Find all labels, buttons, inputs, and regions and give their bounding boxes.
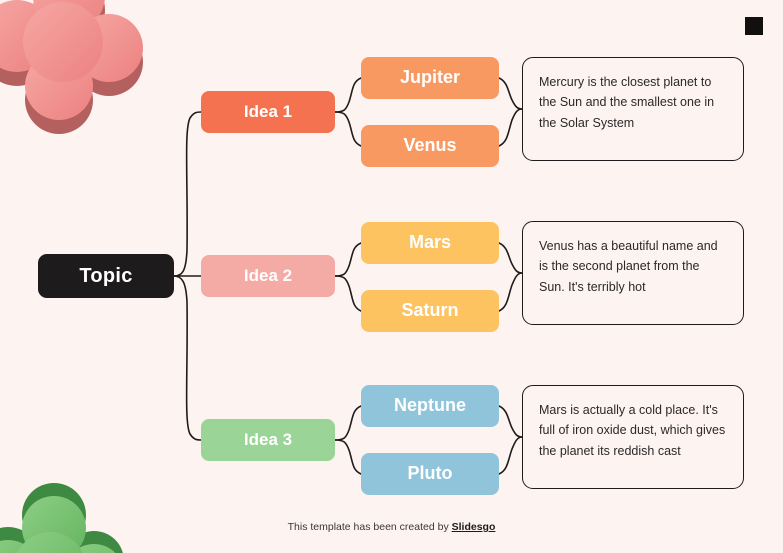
planet-node-mars[interactable]: Mars <box>361 222 499 264</box>
planet-node-saturn[interactable]: Saturn <box>361 290 499 332</box>
planet-node-venus-label: Venus <box>403 135 457 156</box>
planet-node-neptune-label: Neptune <box>394 395 466 416</box>
planet-node-jupiter-label: Jupiter <box>399 67 460 88</box>
planet-node-venus[interactable]: Venus <box>361 125 499 167</box>
slidesgo-link[interactable]: Slidesgo <box>451 521 496 533</box>
description-box-3: Mars is actually a cold place. It's full… <box>522 385 744 489</box>
description-box-2: Venus has a beautiful name and is the se… <box>522 221 744 325</box>
planet-node-pluto[interactable]: Pluto <box>361 453 499 495</box>
idea-node-3[interactable]: Idea 3 <box>201 419 335 461</box>
idea-node-2-label: Idea 2 <box>243 265 293 285</box>
planet-node-neptune[interactable]: Neptune <box>361 385 499 427</box>
description-box-1-text: Mercury is the closest planet to the Sun… <box>539 75 715 130</box>
idea-node-2[interactable]: Idea 2 <box>201 255 335 297</box>
footer-credit: This template has been created by Slides… <box>0 521 783 533</box>
black-square-mark <box>745 17 763 35</box>
idea-node-1-label: Idea 1 <box>243 101 293 121</box>
central-topic-node[interactable]: Topic <box>38 254 174 298</box>
idea-node-1[interactable]: Idea 1 <box>201 91 335 133</box>
description-box-3-text: Mars is actually a cold place. It's full… <box>539 403 726 458</box>
central-topic-label: Topic <box>79 265 133 287</box>
description-box-1: Mercury is the closest planet to the Sun… <box>522 57 744 161</box>
planet-node-saturn-label: Saturn <box>401 300 459 321</box>
idea-node-3-label: Idea 3 <box>243 429 293 449</box>
description-box-2-text: Venus has a beautiful name and is the se… <box>539 239 718 294</box>
planet-node-mars-label: Mars <box>408 232 452 253</box>
planet-node-jupiter[interactable]: Jupiter <box>361 57 499 99</box>
footer-credit-text: This template has been created by <box>287 521 452 533</box>
planet-node-pluto-label: Pluto <box>407 463 453 484</box>
